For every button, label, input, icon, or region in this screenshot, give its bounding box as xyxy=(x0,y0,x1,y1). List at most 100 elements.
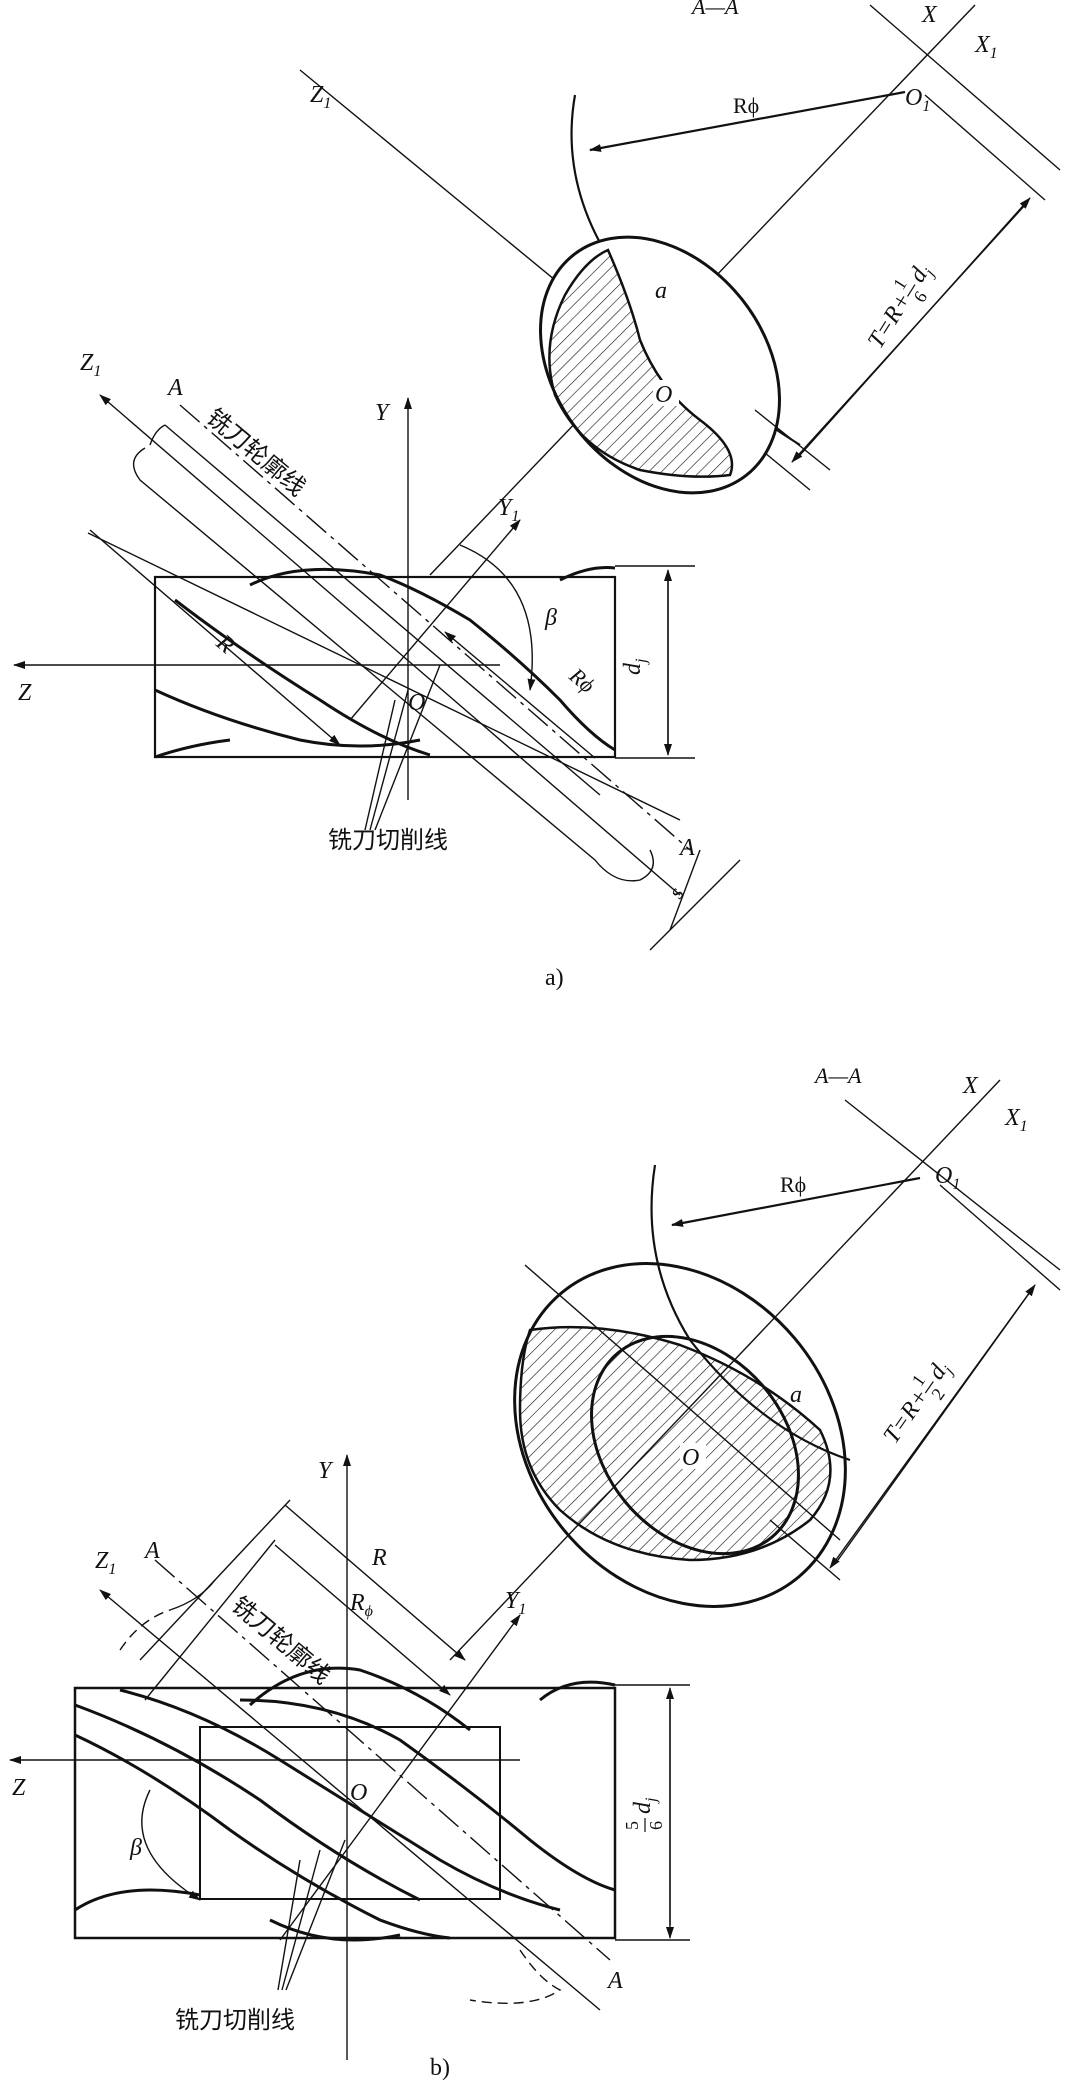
section-ellipse-outer-b xyxy=(513,1262,847,1608)
section-ellipse-inner-b xyxy=(590,1334,800,1556)
cutter-profile-top-b xyxy=(169,1579,216,1611)
svg-text:dj: dj xyxy=(904,259,938,289)
center-o-label-a: O xyxy=(408,690,425,716)
cut-leader-3-a xyxy=(374,664,441,831)
svg-text:T=R+: T=R+ xyxy=(879,1384,935,1448)
helix-4-a xyxy=(559,566,616,582)
center-o-section-b: O xyxy=(682,1445,699,1471)
cutter-profile-end-b xyxy=(119,1609,171,1651)
axis-z1-label-b: Z1 xyxy=(95,1548,116,1578)
caption-b: b) xyxy=(430,2055,450,2081)
svg-text:dj: dj xyxy=(630,1797,660,1814)
s-ext-a xyxy=(649,859,741,951)
cutter-profile-lower-a xyxy=(132,447,654,882)
section-mark-bottom-a: A xyxy=(678,835,695,861)
radius-phi-label-b: Rϕ xyxy=(349,1590,373,1620)
dim-ext-1-a xyxy=(924,94,1046,201)
cutter-profile-bottom-b xyxy=(469,1949,562,2004)
axis-x-label-b: X xyxy=(962,1073,979,1099)
point-a-label-a: a xyxy=(655,278,667,304)
radius-r-label-b: R xyxy=(371,1545,387,1571)
center-o1-label-b: O1 xyxy=(935,1163,960,1193)
svg-text:T=R+: T=R+ xyxy=(863,288,917,353)
helix-8-b xyxy=(74,1888,201,1912)
axis-x-label-a: X xyxy=(921,2,938,28)
section-line-a xyxy=(179,404,691,851)
axis-x1-label-a: X1 xyxy=(974,32,998,62)
y1-axis-b xyxy=(279,1614,521,1941)
helix-6-b xyxy=(539,1680,616,1702)
section-mark-top-a: A xyxy=(166,375,183,401)
svg-text:1: 1 xyxy=(889,275,911,293)
helix-2-b xyxy=(74,1703,421,1902)
dim-line-t-rev-b xyxy=(837,1284,1036,1561)
helix-3-b xyxy=(119,1688,561,1912)
dim-ext-2-a xyxy=(754,409,831,471)
cutting-line-label-b: 铣刀切削线 xyxy=(175,2006,295,2034)
section-view-a: A—A X X1 Z1 O1 Rϕ a O T=R+ 1 6 dj xyxy=(299,0,1061,576)
workpiece-core-b xyxy=(199,1726,501,1900)
axis-y-label-b: Y xyxy=(318,1458,334,1484)
helix-4-b xyxy=(239,1698,616,1892)
caption-a: a) xyxy=(545,965,564,991)
diameter-label-a: dj xyxy=(620,658,650,675)
section-view-b: A—A X X1 O1 Rϕ a O T=R+ 1 2 dj xyxy=(449,1063,1061,1661)
dim-line-t-rev-a xyxy=(799,197,1031,456)
axis-y-label-a: Y xyxy=(375,400,391,426)
radius-arrow-b xyxy=(284,1504,466,1661)
cut-leader-2-a xyxy=(369,689,409,831)
radius-phi-arrow-b xyxy=(274,1544,451,1696)
o-label-bg-b xyxy=(680,1443,706,1469)
axis-y1-label-a: Y1 xyxy=(498,495,519,525)
cut-leader-3-b xyxy=(285,1839,346,1991)
s-dim-a xyxy=(669,849,701,931)
radius-arrow-section-b xyxy=(671,1176,921,1227)
point-a-label-b: a xyxy=(790,1382,802,1408)
radius-arrow-section-a xyxy=(589,90,906,152)
main-view-b: Z Z1 Y Y1 A A O R Rϕ β 5 6 dj 铣刀轮廓线 铣刀切削… xyxy=(9,1454,690,2060)
x-axis-line-b xyxy=(844,1099,1061,1271)
figure-a: A—A X X1 Z1 O1 Rϕ a O T=R+ 1 6 dj xyxy=(13,0,1061,991)
axis-z-label-a: Z xyxy=(18,680,32,706)
x-axis-line-a xyxy=(869,4,1061,171)
section-label-a: A—A xyxy=(690,0,739,19)
beta-arc-b xyxy=(141,1789,201,1901)
cut-leader-1-a xyxy=(364,699,396,831)
helix-3-a xyxy=(174,598,431,757)
diameter-label-b: 5 6 dj xyxy=(622,1797,666,1832)
y1-axis-a xyxy=(349,519,521,721)
helix-2-a xyxy=(154,688,421,748)
helix-7-b xyxy=(269,1918,401,1942)
center-o1-label-a: O1 xyxy=(905,85,930,115)
axis-z-label-b: Z xyxy=(12,1775,26,1801)
svg-text:5: 5 xyxy=(622,1821,642,1830)
cutting-line-label-a: 铣刀切削线 xyxy=(328,826,448,854)
section-mark-bottom-b: A xyxy=(606,1968,623,1994)
helix-1-a xyxy=(249,567,616,752)
cutter-profile-end-a xyxy=(149,424,166,446)
cut-leader-1-b xyxy=(277,1859,301,1991)
helix-5-b xyxy=(248,1666,471,1732)
z1-axis-b xyxy=(99,1589,601,2011)
cutter-profile-upper-a xyxy=(164,424,601,796)
center-o-section-a: O xyxy=(655,382,672,408)
rphi-ext-b xyxy=(144,1539,276,1701)
cutter-profile-label-a: 铣刀轮廓线 xyxy=(201,403,311,502)
center-o-label-b: O xyxy=(350,1780,367,1806)
axis-x1-label-b: X1 xyxy=(1004,1105,1028,1135)
axis-y1-label-b: Y1 xyxy=(505,1588,526,1618)
dim-ext-2-b xyxy=(769,1519,841,1581)
cutter-profile-label-b: 铣刀轮廓线 xyxy=(226,1591,336,1690)
figure-b: A—A X X1 O1 Rϕ a O T=R+ 1 2 dj xyxy=(9,1063,1061,2081)
beta-label-a: β xyxy=(544,605,557,631)
workpiece-body-b xyxy=(73,1686,617,1940)
helix-1-b xyxy=(74,1733,451,1940)
section-mark-top-b: A xyxy=(143,1538,160,1564)
axis-z1-top-label-a: Z1 xyxy=(310,82,331,112)
beta-label-b: β xyxy=(129,1835,142,1861)
radius-phi-arrow-a xyxy=(444,631,596,759)
svg-text:6: 6 xyxy=(646,1821,666,1830)
cut-leader-2-b xyxy=(281,1849,321,1991)
